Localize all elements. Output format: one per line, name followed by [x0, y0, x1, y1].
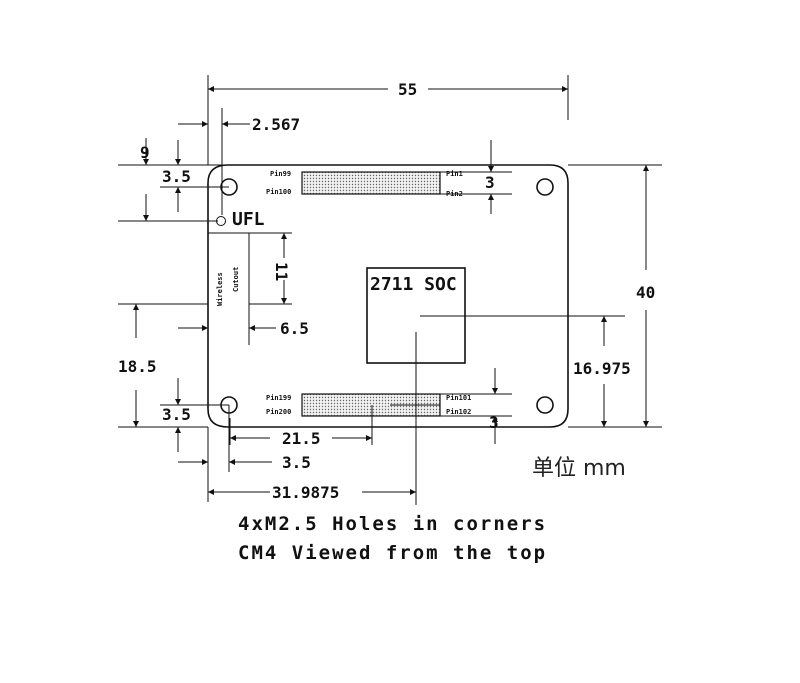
dim-height-total: 40 [636, 283, 655, 302]
caption-line-2: CM4 Viewed from the top [238, 542, 547, 564]
pin99-label: Pin99 [270, 170, 291, 178]
dim-connector-width: 3 [485, 173, 495, 192]
dim-width-total: 55 [398, 80, 417, 99]
dim-left-height: 18.5 [118, 357, 157, 376]
pin199-label: Pin199 [266, 394, 291, 402]
dim-hole-bottom-y: 3.5 [162, 405, 191, 424]
mounting-hole-bottom-right [536, 396, 554, 414]
cutout-label: Cutout [232, 267, 240, 292]
mounting-hole-top-right [536, 178, 554, 196]
caption-line-1: 4xM2.5 Holes in corners [238, 513, 547, 535]
soc-label: 2711 SOC [370, 274, 457, 295]
pin1-label: Pin1 [446, 170, 463, 178]
ufl-label: UFL [232, 209, 265, 230]
dim-ufl-offset: 2.567 [252, 115, 300, 134]
pin102-label: Pin102 [446, 408, 471, 416]
dim-top-offset: 9 [140, 143, 150, 162]
connector-top [301, 171, 441, 195]
dim-hole-x: 3.5 [282, 453, 311, 472]
dim-bottom-connector-width: 3 [489, 413, 499, 432]
pin101-label: Pin101 [446, 394, 471, 402]
dim-cutout-height: 11 [272, 262, 291, 281]
dim-soc-x: 31.9875 [272, 483, 339, 502]
dim-cutout-width: 6.5 [280, 319, 309, 338]
unit-label: 单位 mm [532, 456, 626, 481]
dim-right-height: 16.975 [573, 359, 631, 378]
board-outline [207, 164, 569, 428]
dim-hole-top-y: 3.5 [162, 167, 191, 186]
wireless-label: Wireless [216, 272, 224, 306]
pin100-label: Pin100 [266, 188, 291, 196]
dim-connector-x: 21.5 [282, 429, 321, 448]
pin200-label: Pin200 [266, 408, 291, 416]
